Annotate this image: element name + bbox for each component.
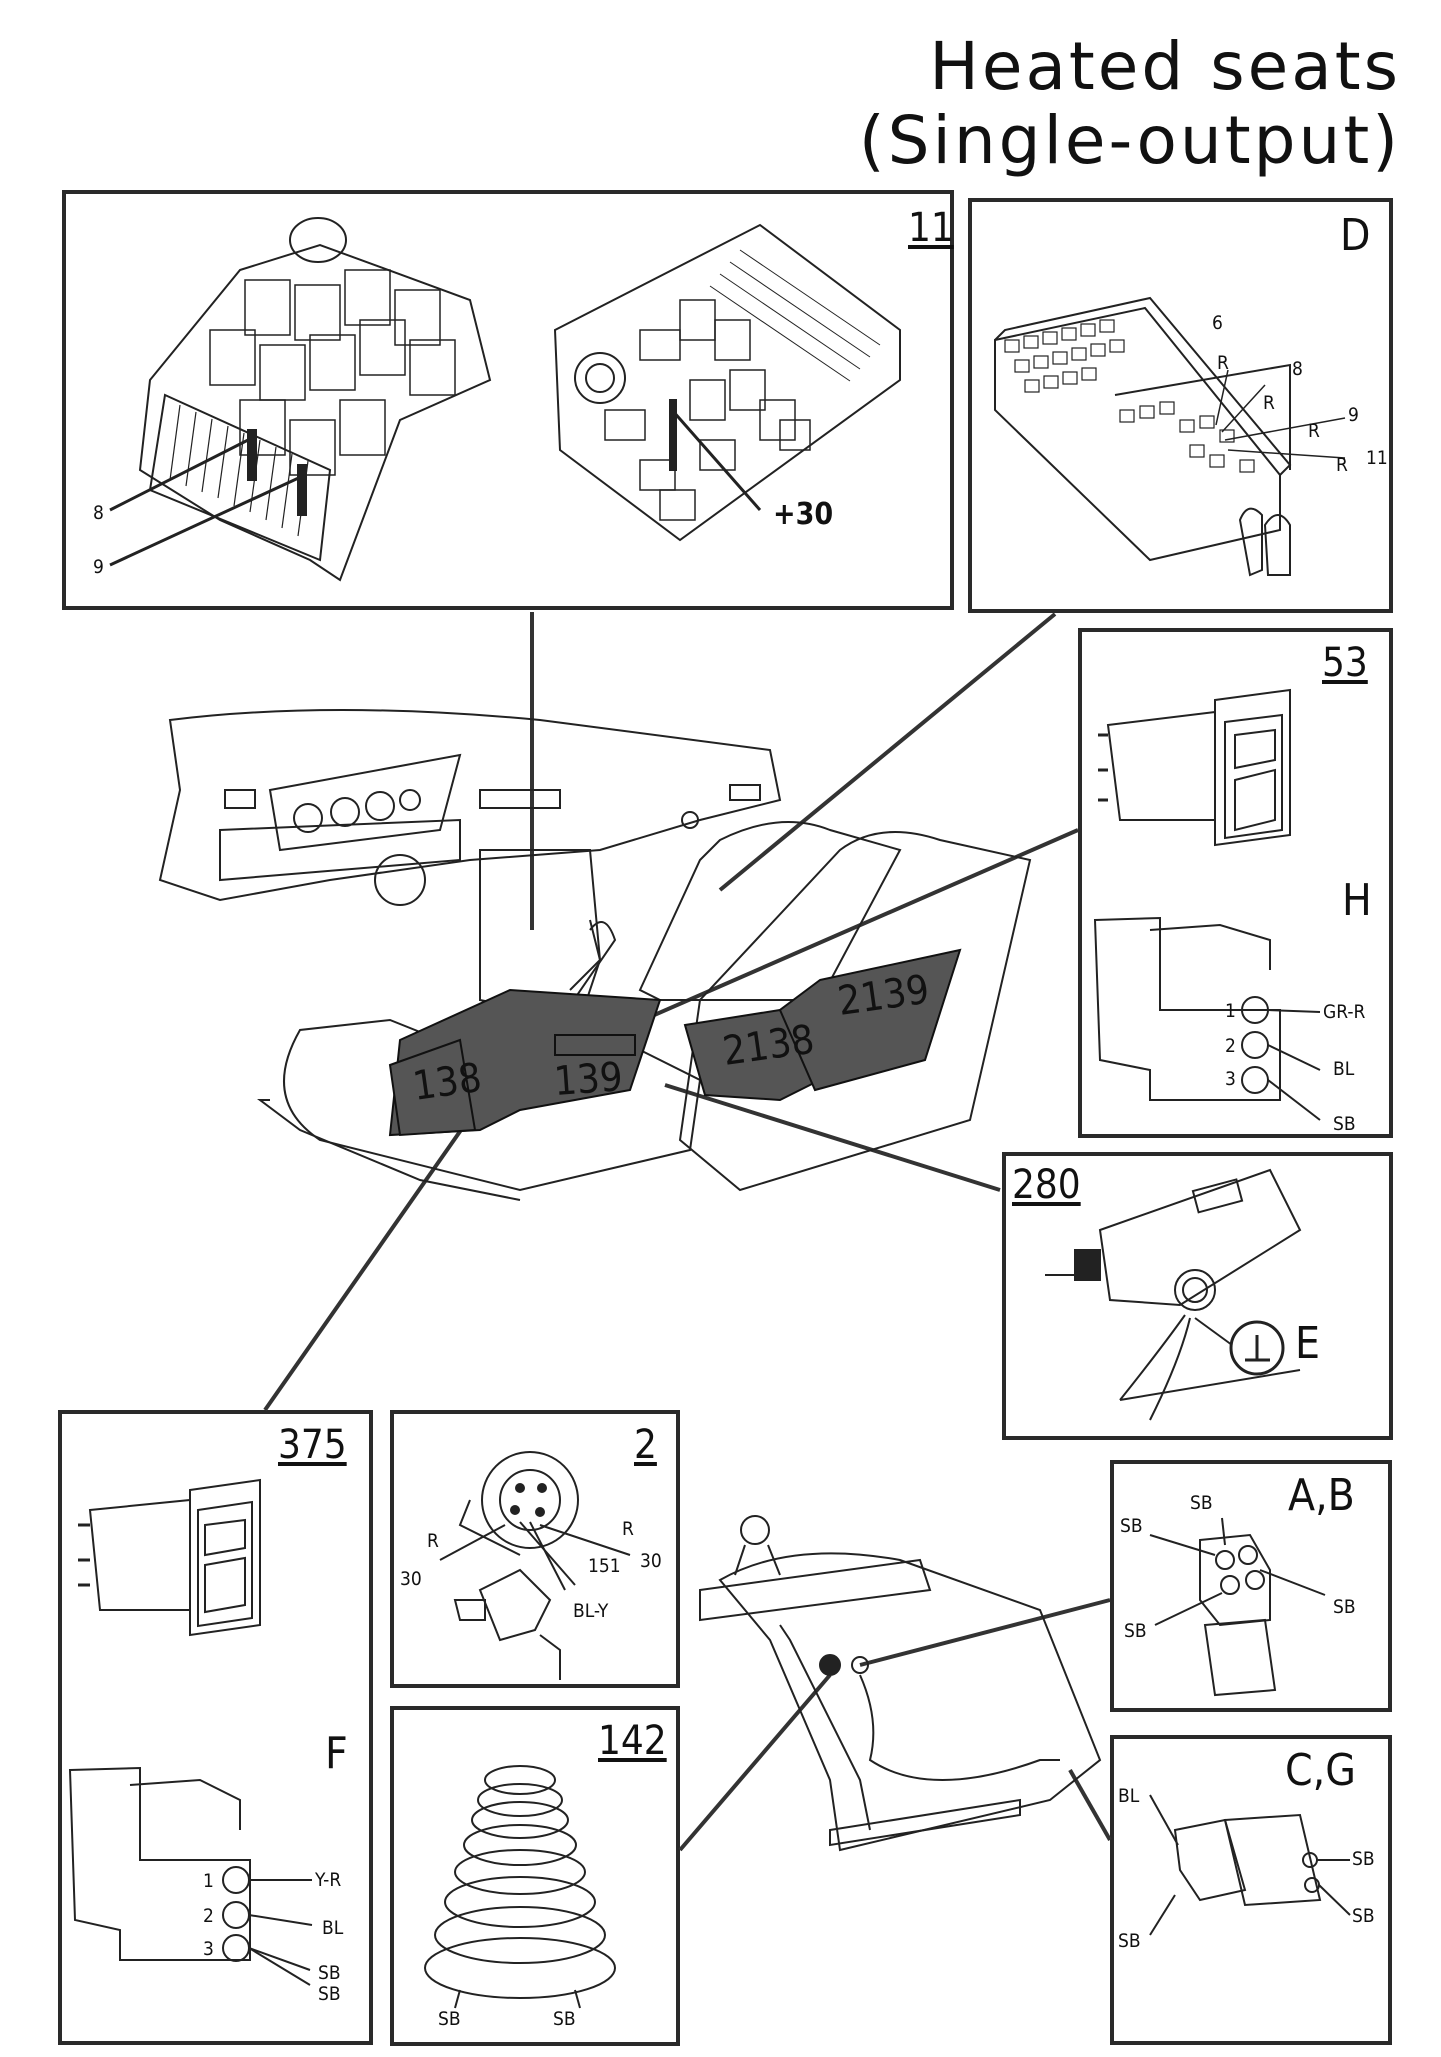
fuse-relay-box-drawing [109, 217, 901, 582]
panel-d-pin-9: 9 [1348, 404, 1359, 426]
panel-53-pin-2: 2 [1225, 1035, 1236, 1057]
panel-142-number: 142 [598, 1718, 667, 1764]
switch-53-drawing [1093, 688, 1321, 1121]
panel-cg-wire-sb-right-bottom: SB [1352, 1905, 1375, 1927]
panel-53-connector-code: H [1342, 875, 1372, 926]
panel-ab-wire-top: SB [1190, 1492, 1213, 1514]
panel-ab-wire-bottom: SB [1124, 1620, 1147, 1642]
panel-cg-connector [1110, 1735, 1392, 2045]
panel-375-wire-1: Y-R [315, 1869, 342, 1891]
ground-point-280-drawing [1045, 1168, 1302, 1421]
panel-375-wire-2: BL [322, 1917, 344, 1939]
panel-d-pin-11: 11 [1366, 447, 1388, 469]
connector-ab-drawing [1149, 1517, 1326, 1697]
panel-142-thermostat [390, 1706, 680, 2046]
thermostat-142-drawing [424, 1765, 616, 2009]
panel-11-pin-9-label: 9 [93, 556, 104, 578]
page-title: Heated seats (Single-output) [859, 30, 1401, 178]
panel-53-pin-1: 1 [1225, 1000, 1236, 1022]
panel-ab-connector [1110, 1460, 1392, 1712]
panel-375-switch [58, 1410, 373, 2045]
heat-pad-2139 [778, 948, 962, 1092]
seat-frame-drawing [699, 1515, 1102, 1852]
panel-375-pin-1: 1 [203, 1870, 214, 1892]
heat-pad-2138 [683, 1008, 822, 1102]
pad-label-139: 139 [552, 1054, 624, 1105]
panel-cg-wire-sb-right-top: SB [1352, 1848, 1375, 1870]
panel-2-wire-r-right: R [622, 1518, 634, 1540]
panel-d-wire-9: R [1308, 420, 1320, 442]
pad-label-138: 138 [410, 1055, 484, 1110]
panel-cg-wire-bl: BL [1118, 1785, 1140, 1807]
heated-seat-pads [388, 948, 962, 1137]
panel-53-switch [1078, 628, 1393, 1138]
panel-d-wire-6: R [1217, 352, 1229, 374]
panel-2-wire-r-left: R [427, 1530, 439, 1552]
panel-280-code: E [1295, 1318, 1321, 1369]
panel-cg-wire-sb-left: SB [1118, 1930, 1141, 1952]
panel-11-pin-8-label: 8 [93, 502, 104, 524]
ignition-switch-drawing [439, 1451, 631, 1680]
panel-53-number: 53 [1322, 640, 1368, 686]
panel-53-wire-1: GR-R [1323, 1001, 1366, 1023]
panel-cg-code: C,G [1285, 1745, 1356, 1796]
panel-d-pin-8: 8 [1292, 358, 1303, 380]
switch-375-drawing [68, 1478, 313, 1986]
panel-d-wire-11: R [1336, 454, 1348, 476]
panel-280-ground-point [1002, 1152, 1393, 1440]
panel-375-connector-code: F [325, 1728, 348, 1779]
panel-2-wire-bl-y: BL-Y [573, 1600, 609, 1622]
panel-2-ignition-switch [390, 1410, 680, 1688]
panel-11-plus30-label: +30 [773, 497, 834, 532]
title-line-1: Heated seats [929, 28, 1401, 105]
panel-142-wire-left: SB [438, 2008, 461, 2030]
panel-280-number: 280 [1012, 1162, 1081, 1208]
connector-d-drawing [994, 296, 1346, 577]
panel-375-wire-3: SB [318, 1962, 341, 1984]
panel-d-connector [968, 198, 1393, 613]
panel-2-terminal-30-left: 30 [400, 1568, 422, 1590]
panel-d-pin-6: 6 [1212, 312, 1223, 334]
heat-pad-cushion-left [388, 1038, 477, 1137]
panel-ab-code: A,B [1288, 1470, 1355, 1521]
panel-53-pin-3: 3 [1225, 1068, 1236, 1090]
vehicle-interior-drawing [158, 709, 1032, 1201]
panel-53-wire-3: SB [1333, 1113, 1356, 1135]
connector-cg-drawing [1149, 1794, 1351, 1936]
panel-2-terminal-30-right: 30 [640, 1550, 662, 1572]
panel-375-pin-3: 3 [203, 1938, 214, 1960]
panel-11-number: 11 [908, 205, 954, 251]
panel-375-pin-2: 2 [203, 1905, 214, 1927]
panel-53-wire-2: BL [1333, 1058, 1355, 1080]
panel-375-number: 375 [278, 1422, 347, 1468]
panel-d-code: D [1340, 210, 1371, 261]
title-line-2: (Single-output) [858, 102, 1401, 179]
panel-ab-wire-left: SB [1120, 1515, 1143, 1537]
panel-375-wire-4: SB [318, 1983, 341, 2005]
panel-d-wire-8: R [1263, 392, 1275, 414]
panel-ab-wire-right: SB [1333, 1596, 1356, 1618]
panel-2-terminal-151: 151 [588, 1555, 621, 1577]
panel-142-wire-right: SB [553, 2008, 576, 2030]
panel-2-number: 2 [634, 1422, 657, 1468]
